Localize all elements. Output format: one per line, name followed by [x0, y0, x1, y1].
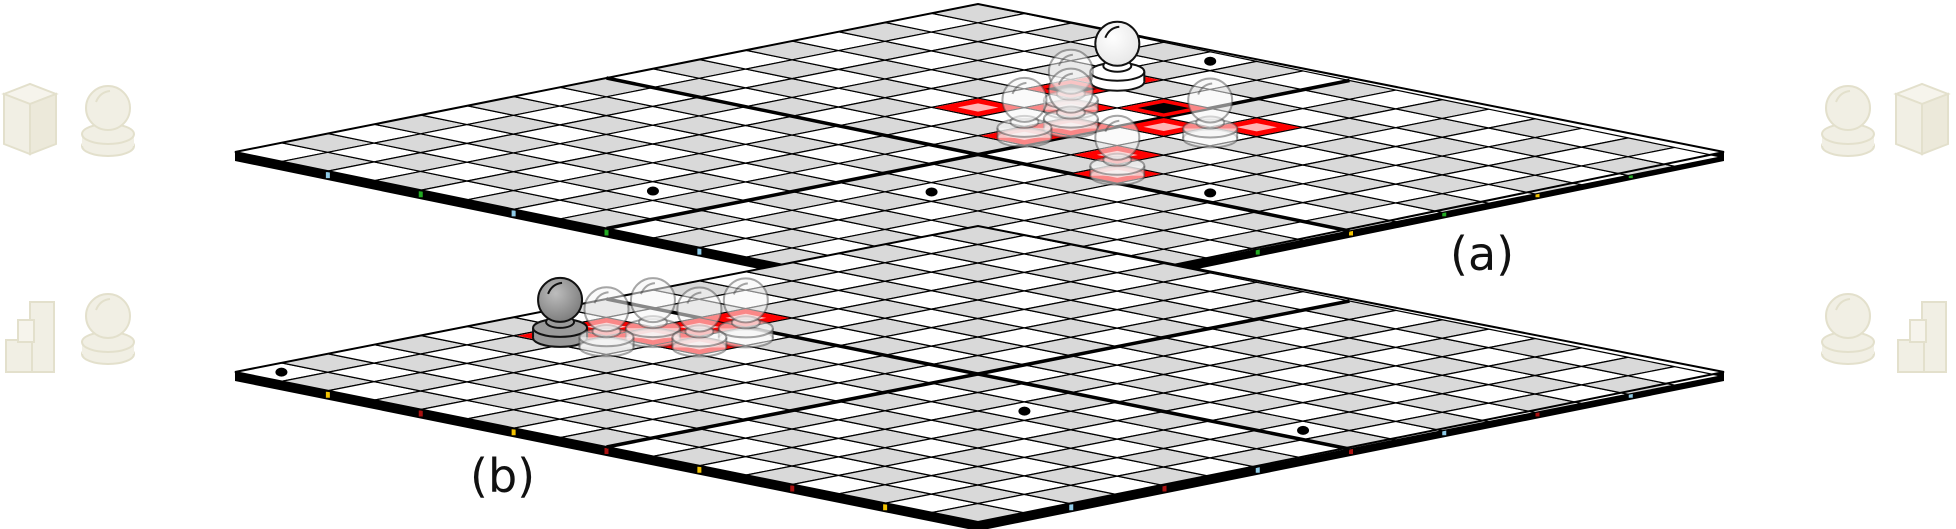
- cube-icon: [1893, 82, 1951, 156]
- edge-mark: [418, 410, 423, 417]
- edge-mark: [604, 229, 609, 236]
- ghost-pawn-icon: [1182, 77, 1239, 149]
- board-outline: [234, 224, 1725, 524]
- white-pawn-icon: [1089, 20, 1146, 92]
- edge-mark: [1349, 448, 1353, 454]
- center-dot: [1018, 406, 1031, 416]
- board-square: [1628, 146, 1722, 167]
- edge-mark: [1255, 466, 1260, 473]
- pawn-icon: [81, 85, 135, 157]
- edge-mark: [1442, 429, 1447, 436]
- edge-mark: [790, 485, 795, 492]
- edge-mark: [1255, 248, 1260, 255]
- edge-mark: [418, 191, 423, 198]
- edge-mark: [883, 504, 888, 511]
- board-a-label: (a): [1450, 227, 1514, 281]
- move-highlight-inner: [957, 103, 999, 112]
- center-dot: [1204, 56, 1217, 66]
- center-dot: [646, 186, 659, 196]
- edge-mark: [697, 248, 702, 255]
- edge-mark: [511, 210, 516, 217]
- pawn-icon: [81, 293, 135, 365]
- center-dot: [925, 187, 938, 197]
- board-outline: [234, 2, 1725, 307]
- cube-icon: [1, 82, 59, 156]
- center-dot: [1297, 425, 1310, 435]
- edge-mark: [604, 448, 609, 454]
- board-b: [234, 224, 1725, 529]
- board-square: [1628, 366, 1722, 386]
- black-pawn-icon: [532, 276, 589, 348]
- edge-mark: [1535, 191, 1540, 198]
- edge-mark: [1162, 485, 1167, 492]
- edge-mark: [1442, 210, 1447, 217]
- ghost-pawn-icon: [671, 286, 728, 358]
- ghost-pawn-icon: [1042, 67, 1099, 139]
- center-dot: [275, 367, 288, 377]
- edge-mark: [325, 391, 330, 398]
- move-highlight-inner: [1236, 123, 1278, 132]
- sector-line: [606, 299, 1350, 449]
- edge-mark: [697, 466, 702, 473]
- pawn-icon: [1821, 293, 1875, 365]
- edge-mark: [1349, 229, 1353, 236]
- edge-mark: [325, 172, 330, 179]
- ghost-pawn-icon: [1089, 114, 1146, 186]
- capture-highlight-inner: [1137, 102, 1190, 114]
- stairs-icon: [1897, 301, 1947, 373]
- stairs-icon: [5, 301, 55, 373]
- ghost-pawn-icon: [996, 76, 1053, 148]
- ghost-pawn-icon: [717, 277, 774, 349]
- edge-mark: [511, 429, 516, 436]
- edge-mark: [1069, 504, 1074, 511]
- ghost-pawn-icon: [578, 286, 635, 358]
- board-b-label: (b): [470, 449, 535, 503]
- center-dot: [1204, 188, 1217, 198]
- pawn-icon: [1821, 85, 1875, 157]
- edge-mark: [1628, 391, 1633, 398]
- edge-mark: [1535, 410, 1540, 417]
- move-highlight-inner: [1143, 122, 1185, 132]
